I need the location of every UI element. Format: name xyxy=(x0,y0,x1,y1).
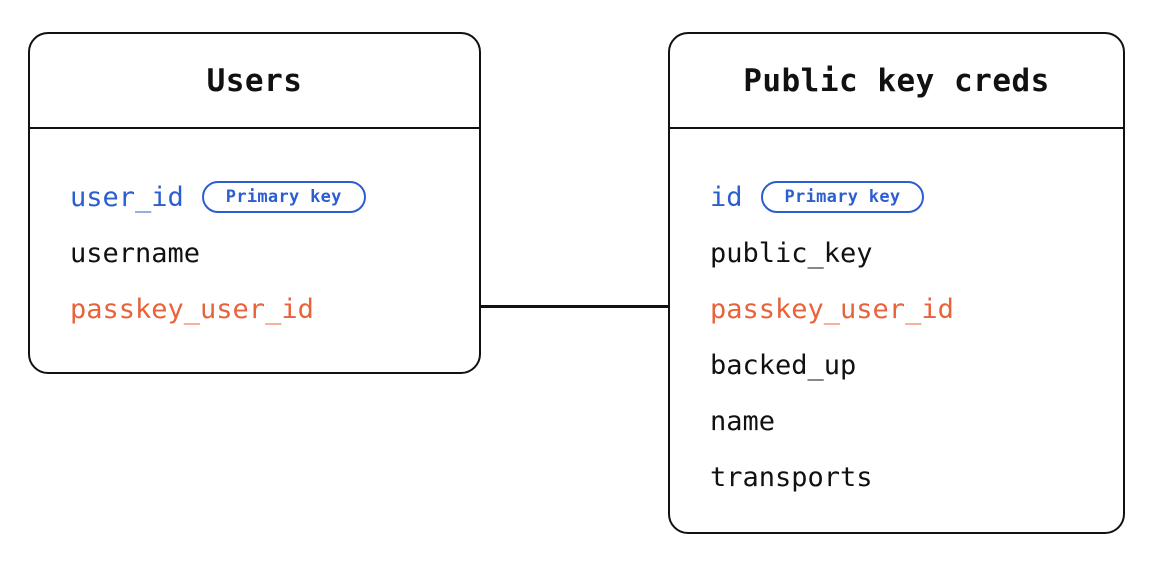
field-row-user-id[interactable]: user_id Primary key xyxy=(70,169,479,225)
entity-public-key-creds-header: Public key creds xyxy=(670,34,1123,129)
field-name-transports: transports xyxy=(710,461,873,493)
field-row-name[interactable]: name xyxy=(710,393,1123,449)
field-row-id[interactable]: id Primary key xyxy=(710,169,1123,225)
relationship-connector-users-to-public-key-creds xyxy=(481,305,669,308)
field-row-username[interactable]: username xyxy=(70,225,479,281)
field-row-passkey-user-id[interactable]: passkey_user_id xyxy=(70,281,479,337)
field-name-public-key: public_key xyxy=(710,237,873,269)
entity-users-title: Users xyxy=(206,62,303,99)
field-name-name: name xyxy=(710,405,776,437)
field-name-backed-up: backed_up xyxy=(710,349,857,381)
entity-users-header: Users xyxy=(30,34,479,129)
field-row-passkey-user-id[interactable]: passkey_user_id xyxy=(710,281,1123,337)
field-row-transports[interactable]: transports xyxy=(710,449,1123,505)
primary-key-badge-id: Primary key xyxy=(760,181,925,213)
entity-public-key-creds[interactable]: Public key creds id Primary key public_k… xyxy=(668,32,1125,534)
field-name-username: username xyxy=(70,237,201,269)
primary-key-badge-label: Primary key xyxy=(225,186,342,207)
primary-key-badge-label: Primary key xyxy=(784,186,901,207)
entity-users-field-list: user_id Primary key username passkey_use… xyxy=(30,131,479,372)
field-name-user-id: user_id xyxy=(70,181,184,213)
primary-key-badge-user-id: Primary key xyxy=(201,181,366,213)
entity-public-key-creds-field-list: id Primary key public_key passkey_user_i… xyxy=(670,131,1123,532)
field-row-backed-up[interactable]: backed_up xyxy=(710,337,1123,393)
entity-users[interactable]: Users user_id Primary key username passk… xyxy=(28,32,481,374)
field-row-public-key[interactable]: public_key xyxy=(710,225,1123,281)
field-name-passkey-user-id: passkey_user_id xyxy=(710,293,954,325)
field-name-id: id xyxy=(710,181,743,213)
entity-public-key-creds-title: Public key creds xyxy=(743,62,1050,99)
field-name-passkey-user-id: passkey_user_id xyxy=(70,293,314,325)
